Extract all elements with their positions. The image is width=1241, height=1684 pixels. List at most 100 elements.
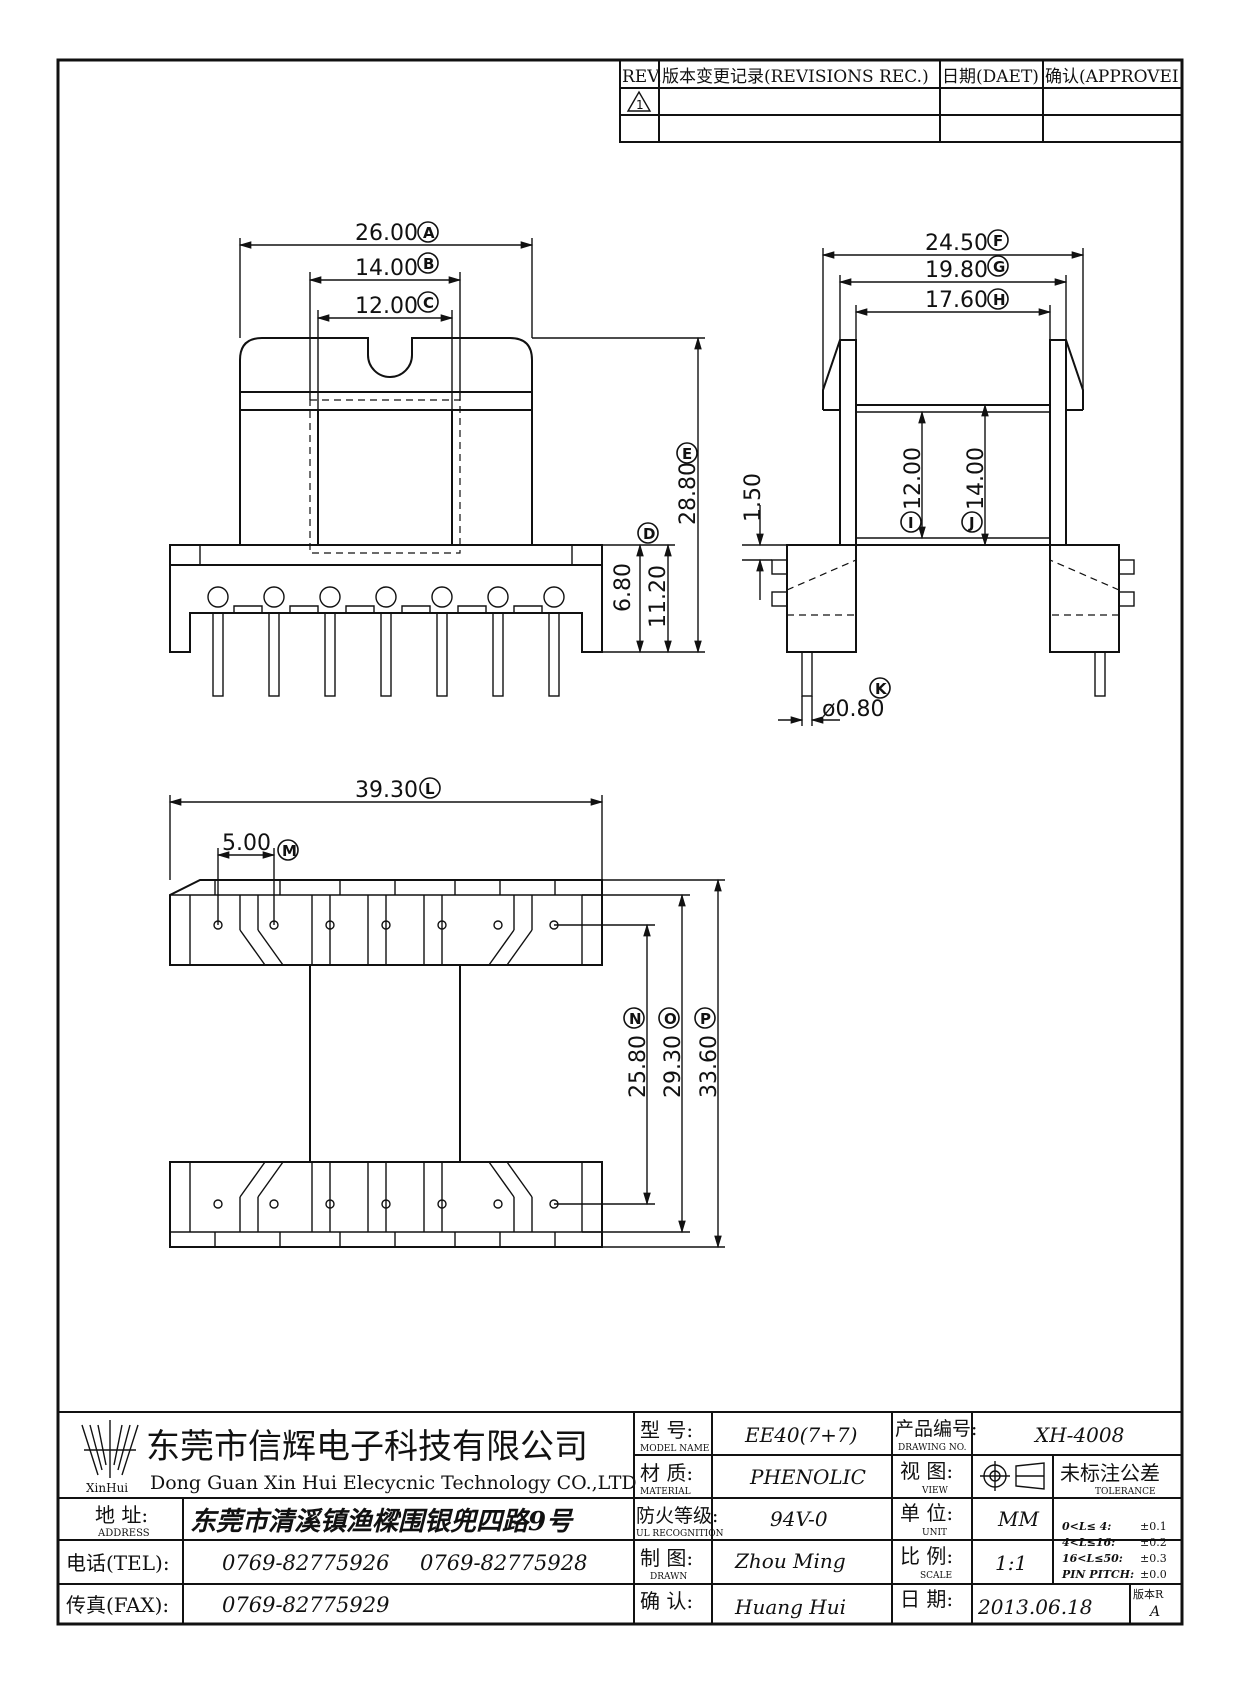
dim-e-value: 28.80 — [676, 462, 701, 525]
svg-text:H: H — [993, 291, 1006, 309]
dim-j-bubble: J — [961, 511, 983, 533]
dim-o-bubble: O — [658, 1007, 680, 1029]
date-value: 2013.06.18 — [977, 1595, 1093, 1619]
dim-m-value: 5.00 — [222, 831, 271, 856]
view-label-en: VIEW — [921, 1486, 949, 1496]
tolerance-value: ±0.0 — [1140, 1568, 1167, 1581]
dim-n-bubble: N — [623, 1007, 645, 1029]
dim-b-bubble: B — [417, 252, 439, 274]
dim-b-value: 14.00 — [355, 256, 418, 281]
dim-150-value: 1.50 — [741, 473, 766, 522]
svg-text:E: E — [682, 445, 692, 463]
tolerance-value: ±0.3 — [1140, 1552, 1167, 1565]
dim-p-bubble: P — [694, 1007, 716, 1029]
dim-i-bubble: I — [900, 511, 922, 533]
view-label: 视 图: — [900, 1459, 953, 1483]
model-label-en: MODEL NAME — [640, 1444, 709, 1454]
dim-g-bubble: G — [987, 255, 1009, 277]
rev-header: REV. — [622, 67, 662, 87]
svg-text:D: D — [643, 525, 655, 543]
company-name-en: Dong Guan Xin Hui Elecycnic Technology C… — [150, 1472, 637, 1494]
dim-1120-value: 11.20 — [646, 565, 671, 628]
unit-label: 单 位: — [900, 1501, 953, 1525]
dim-e-bubble: E — [676, 442, 698, 464]
dim-c-value: 12.00 — [355, 294, 418, 319]
tolerance-range: PIN PITCH: — [1061, 1568, 1134, 1581]
svg-text:J: J — [968, 514, 975, 532]
svg-text:1: 1 — [636, 98, 644, 112]
material-label: 材 质: — [640, 1461, 693, 1485]
model-label: 型 号: — [640, 1418, 693, 1442]
address-label-en: ADDRESS — [97, 1528, 150, 1539]
confirm-label: 确 认: — [640, 1589, 693, 1613]
first-angle-projection-icon — [980, 1461, 1045, 1491]
ul-label: 防火等级: — [636, 1505, 718, 1527]
scale-value: 1:1 — [995, 1551, 1027, 1575]
dim-a-bubble: A — [417, 221, 439, 243]
company-name-cn: 东莞市信辉电子科技有限公司 — [146, 1427, 588, 1467]
tolerance-value: ±0.2 — [1140, 1536, 1167, 1549]
svg-text:N: N — [629, 1010, 642, 1028]
dim-l-value: 39.30 — [355, 778, 418, 803]
side-view: 24.50 F 19.80 G 17.60 H 1.50 12.00 I 14.… — [741, 229, 1135, 726]
drawn-value: Zhou Ming — [734, 1549, 846, 1573]
dim-a-value: 26.00 — [355, 221, 418, 246]
tolerance-title-en: TOLERANCE — [1095, 1487, 1156, 1497]
bottom-view: 39.30 L 5.00 M 25.80 N 29.30 O 33.60 P — [168, 777, 725, 1249]
tolerance-value: ±0.1 — [1140, 1520, 1167, 1533]
version-label: 版本R — [1133, 1587, 1164, 1601]
scale-label-en: SCALE — [920, 1571, 952, 1581]
revision-table: REV. 版本变更记录(REVISIONS REC.) 日期(DAET) 确认(… — [619, 59, 1183, 143]
dim-h-value: 17.60 — [925, 288, 988, 313]
svg-text:L: L — [425, 780, 435, 798]
dim-g-value: 19.80 — [925, 258, 988, 283]
dim-h-bubble: H — [987, 288, 1009, 310]
svg-text:O: O — [664, 1010, 677, 1028]
svg-text:C: C — [423, 294, 434, 312]
logo-text: XinHui — [86, 1481, 128, 1495]
ul-label-en: UL RECOGNITION — [636, 1529, 724, 1539]
dim-m-bubble: M — [277, 839, 299, 861]
title-block: XinHui 东莞市信辉电子科技有限公司 Dong Guan Xin Hui E… — [57, 1411, 1183, 1625]
dim-f-value: 24.50 — [925, 231, 988, 256]
version-value: A — [1148, 1604, 1160, 1620]
dim-j-value: 14.00 — [964, 447, 989, 510]
dim-k-bubble: K — [869, 677, 891, 699]
address-value: 东莞市清溪镇渔樑围银兜四路9号 — [190, 1507, 574, 1537]
unit-value: MM — [997, 1507, 1039, 1531]
tel-label: 电话(TEL): — [66, 1551, 170, 1575]
address-label: 地 址: — [95, 1503, 148, 1527]
tolerance-list: 0<L≤ 4: ±0.1 4<L≤16: ±0.2 16<L≤50: ±0.3 … — [1061, 1520, 1167, 1581]
svg-text:M: M — [282, 842, 297, 860]
drawing-no-label: 产品编号: — [895, 1418, 977, 1440]
svg-text:K: K — [875, 680, 888, 698]
dim-l-bubble: L — [419, 777, 441, 799]
svg-text:B: B — [423, 255, 434, 273]
date-label: 日 期: — [900, 1587, 953, 1611]
tolerance-range: 0<L≤ 4: — [1062, 1520, 1111, 1533]
dim-n-value: 25.80 — [626, 1035, 651, 1098]
fax-label: 传真(FAX): — [66, 1593, 169, 1617]
dim-p-value: 33.60 — [697, 1035, 722, 1098]
drawn-label-en: DRAWN — [650, 1572, 687, 1582]
svg-text:P: P — [700, 1010, 711, 1028]
dim-i-value: 12.00 — [901, 447, 926, 510]
dim-c-bubble: C — [417, 291, 439, 313]
unit-label-en: UNIT — [922, 1528, 947, 1538]
tel-2: 0769-82775928 — [420, 1551, 587, 1575]
drawing-no-label-en: DRAWING NO. — [898, 1443, 967, 1453]
tel-1: 0769-82775926 — [222, 1551, 389, 1575]
approve-header: 确认(APPROVEI — [1045, 67, 1179, 87]
svg-text:A: A — [423, 224, 435, 242]
xinhui-logo-icon — [81, 1420, 139, 1478]
material-value: PHENOLIC — [749, 1465, 866, 1489]
material-label-en: MATERIAL — [640, 1487, 691, 1497]
front-view: 26.00 A 14.00 B 12.00 C 6.80 D 11.20 28.… — [169, 221, 705, 697]
ul-value: 94V-0 — [770, 1507, 828, 1531]
revisions-header: 版本变更记录(REVISIONS REC.) — [662, 67, 929, 87]
tolerance-range: 16<L≤50: — [1062, 1552, 1123, 1565]
dim-k-value: ø0.80 — [822, 697, 884, 722]
revision-triangle-icon: 1 — [626, 90, 652, 112]
dim-f-bubble: F — [987, 229, 1009, 251]
drawn-label: 制 图: — [640, 1546, 693, 1570]
